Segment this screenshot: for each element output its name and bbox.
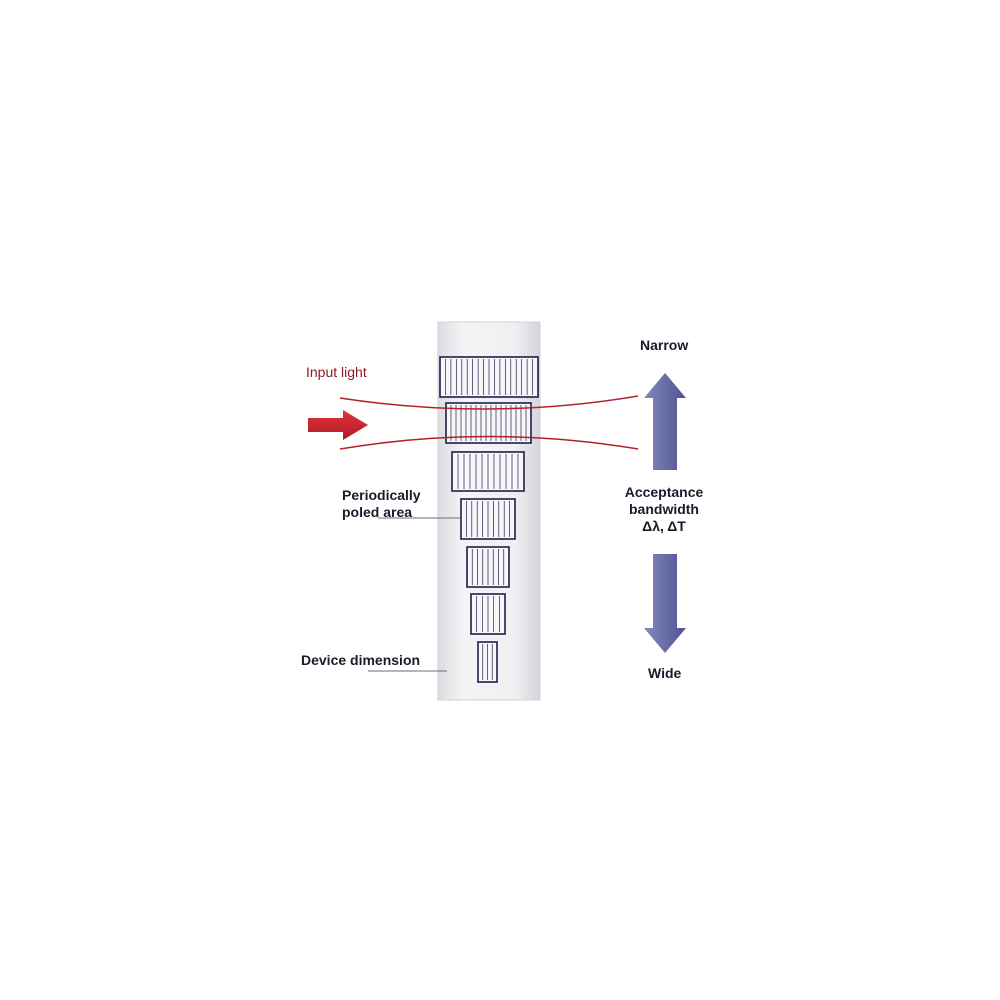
device-dimension-label: Device dimension bbox=[301, 652, 421, 668]
bandwidth-label-line3: Δλ, ΔT bbox=[642, 518, 686, 534]
down-arrow-icon bbox=[644, 554, 686, 653]
grating-3 bbox=[451, 451, 525, 492]
poled-area-label-line1: Periodically bbox=[342, 487, 421, 503]
poled-area-label-line2: poled area bbox=[342, 504, 413, 520]
grating-6 bbox=[470, 593, 506, 635]
grating-1 bbox=[439, 356, 539, 398]
grating-5 bbox=[466, 546, 510, 588]
beam-lower-line bbox=[339, 435, 639, 450]
bandwidth-label-line2: bandwidth bbox=[629, 501, 699, 517]
right-arrow-icon bbox=[308, 410, 368, 440]
poled-gratings bbox=[439, 356, 539, 683]
acceptance-bandwidth-label: Acceptance bandwidth Δλ, ΔT bbox=[604, 484, 724, 535]
beam-upper-line bbox=[339, 395, 639, 410]
input-light-label: Input light bbox=[306, 364, 367, 380]
up-arrow-icon bbox=[644, 373, 686, 470]
bandwidth-label-line1: Acceptance bbox=[624, 484, 704, 500]
poled-area-label: Periodically poled area bbox=[342, 487, 452, 521]
grating-4 bbox=[460, 498, 516, 540]
narrow-label: Narrow bbox=[640, 337, 689, 353]
grating-7 bbox=[477, 641, 498, 683]
wide-label: Wide bbox=[648, 665, 682, 681]
